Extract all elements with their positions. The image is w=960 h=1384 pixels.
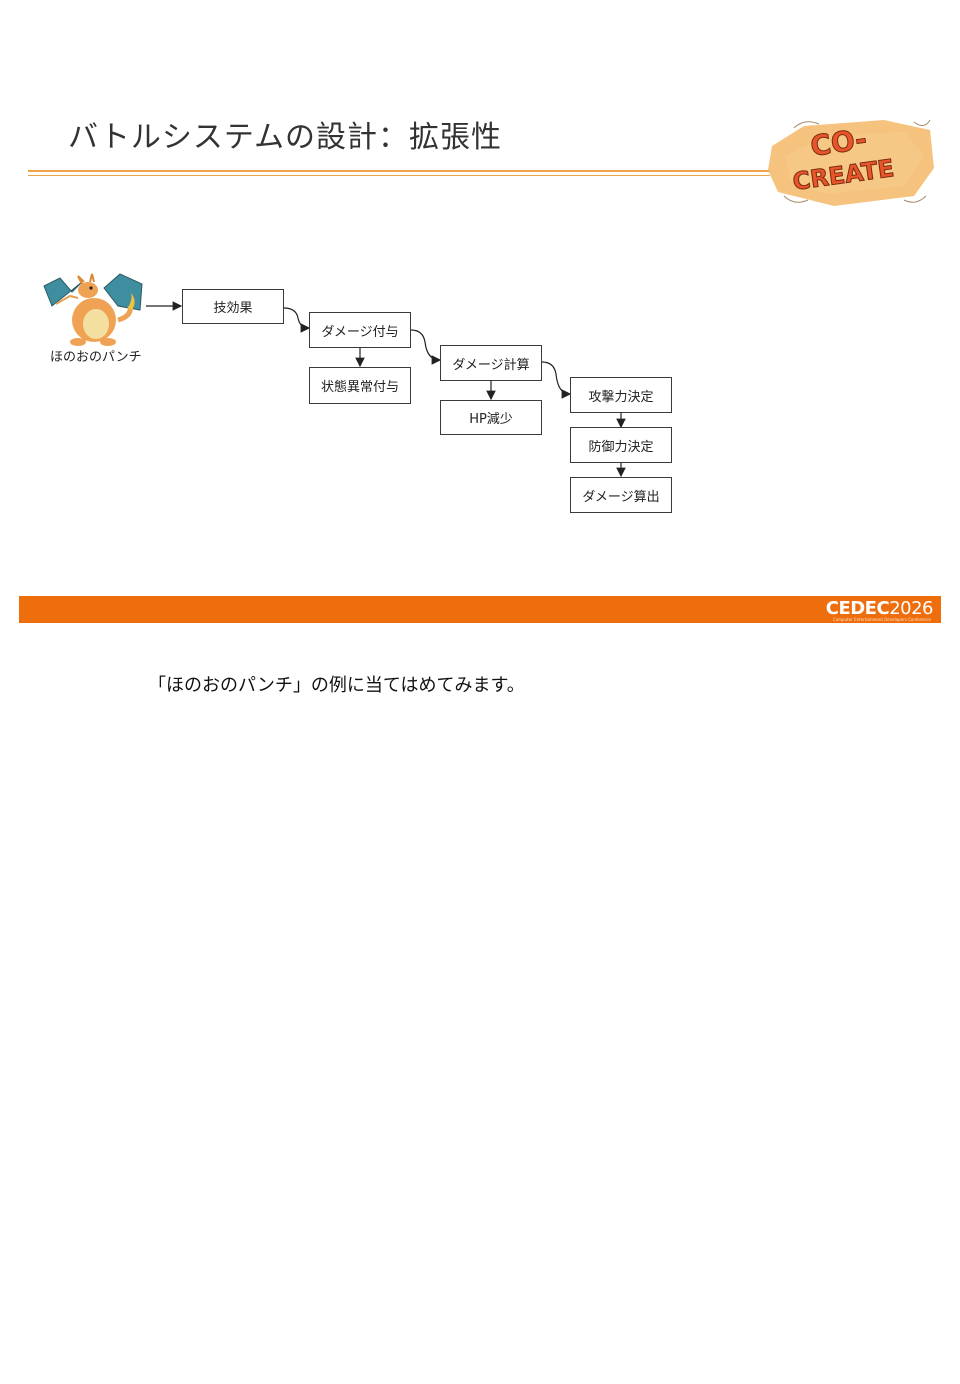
box-hp-reduce: HP減少: [440, 400, 542, 435]
speaker-note: 「ほのおのパンチ」の例に当てはめてみます。: [148, 675, 525, 696]
charizard-illustration: [43, 273, 143, 346]
cedec-brand: CEDEC: [825, 598, 890, 619]
move-name-label: ほのおのパンチ: [50, 350, 142, 365]
box-defense: 防御力決定: [570, 427, 672, 463]
logo-text-1: CO-: [808, 122, 869, 163]
cedec-subtitle: Computer Entertainment Developers Confer…: [832, 617, 931, 622]
footer-bar: CEDEC2026 Computer Entertainment Develop…: [19, 596, 941, 623]
title-underline-thin: [28, 175, 770, 176]
box-damage-apply: ダメージ付与: [309, 312, 411, 348]
cedec-year: 2026: [889, 598, 933, 619]
co-create-logo: CO- CREATE: [768, 119, 934, 206]
cedec-logo: CEDEC2026: [825, 598, 934, 619]
box-status-apply: 状態異常付与: [309, 367, 411, 404]
box-damage-calc: ダメージ計算: [440, 345, 542, 381]
box-move-effect: 技効果: [182, 289, 284, 324]
slide-title: バトルシステムの設計：拡張性: [68, 120, 502, 155]
slide: バトルシステムの設計：拡張性 CO- CREATE ほのおのパンチ: [0, 0, 960, 640]
box-damage-compute: ダメージ算出: [570, 477, 672, 513]
flow-connectors: [146, 301, 626, 478]
box-attack: 攻撃力決定: [570, 377, 672, 413]
title-underline: [28, 170, 770, 172]
